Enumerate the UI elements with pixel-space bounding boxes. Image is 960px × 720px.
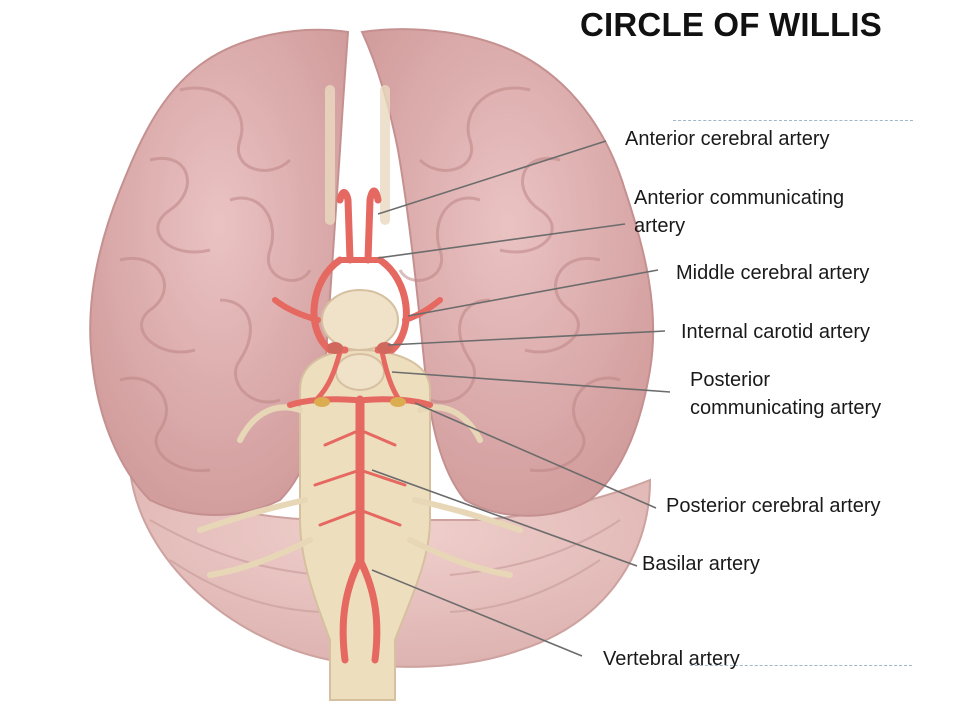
internal-carotid-left bbox=[327, 342, 343, 354]
header-separator bbox=[673, 120, 913, 121]
footer-separator bbox=[690, 665, 912, 666]
label-internal-carotid-artery: Internal carotid artery bbox=[681, 321, 870, 343]
label-vertebral-artery: Vertebral artery bbox=[603, 648, 740, 670]
gyri bbox=[119, 86, 621, 473]
leader-lines bbox=[371, 140, 671, 657]
label-basilar-artery: Basilar artery bbox=[642, 553, 760, 575]
optic-chiasm bbox=[321, 289, 399, 351]
label-anterior-communicating-artery: Anterior communicating artery bbox=[634, 184, 844, 240]
olfactory-tracts bbox=[325, 85, 390, 225]
label-line-2: artery bbox=[634, 215, 686, 237]
label-line-1: Anterior communicating bbox=[634, 187, 845, 209]
label-anterior-cerebral-artery: Anterior cerebral artery bbox=[625, 128, 830, 150]
label-posterior-cerebral-artery: Posterior cerebral artery bbox=[666, 495, 881, 517]
oculomotor-left bbox=[314, 397, 330, 407]
cerebellum-folia bbox=[149, 519, 621, 613]
label-line-1: Posterior bbox=[690, 369, 771, 391]
oculomotor-right bbox=[390, 397, 406, 407]
left-hemisphere bbox=[89, 28, 350, 516]
arteries bbox=[272, 187, 443, 664]
label-line-2: communicating artery bbox=[690, 397, 882, 419]
cranial-nerves bbox=[197, 404, 523, 578]
right-hemisphere bbox=[360, 28, 655, 517]
page-title: CIRCLE OF WILLIS bbox=[580, 6, 883, 43]
label-posterior-communicating-artery: Posterior communicating artery bbox=[690, 366, 881, 422]
label-middle-cerebral-artery: Middle cerebral artery bbox=[676, 262, 870, 284]
